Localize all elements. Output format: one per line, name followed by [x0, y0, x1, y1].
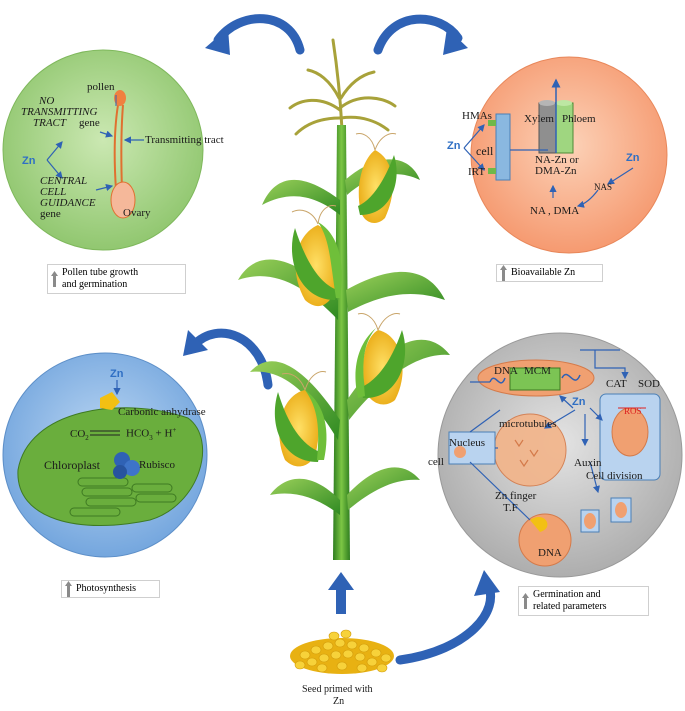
- gene-label: gene: [79, 117, 100, 129]
- pollen-caption: Pollen tube growth and germination: [47, 264, 186, 294]
- dna-label: DNA: [538, 547, 562, 559]
- photo-caption-line: Photosynthesis: [76, 583, 137, 594]
- up-arrow-icon: [65, 581, 72, 597]
- dna-label: DNA: [494, 365, 518, 377]
- sod-label: SOD: [638, 378, 661, 390]
- no-transmitting-label: TRACT: [33, 117, 67, 129]
- up-arrow-icon: [500, 265, 507, 281]
- bioavail-caption: Bioavailable Zn: [496, 264, 603, 282]
- transmitting-tract-label: Transmitting tract: [145, 134, 224, 146]
- na-zn-label: DMA-Zn: [535, 165, 577, 177]
- no-transmitting-label: NO: [39, 95, 55, 107]
- zn-label: Zn: [572, 396, 586, 408]
- na-dma-label: NA , DMA: [530, 205, 580, 217]
- nucleus-label: Nucleus: [449, 437, 486, 449]
- rubisco-label: Rubisco: [139, 459, 176, 471]
- up-arrow-icon: [51, 271, 58, 287]
- maize-plant-icon: [238, 38, 450, 560]
- cell-label: cell: [476, 144, 494, 158]
- zn-transport-graphic: [463, 78, 634, 208]
- chloroplast-graphic: [17, 380, 204, 526]
- curved-arrow-icon: [183, 328, 273, 390]
- seed-label: Zn: [333, 696, 345, 707]
- gene-label: gene: [40, 208, 61, 220]
- pollen-tube-graphic: [46, 90, 144, 219]
- cell-division-label: Cell division: [586, 470, 643, 482]
- curved-arrow-icon: [395, 570, 500, 665]
- nas-label: NAS: [594, 182, 613, 192]
- co2-label: CO2: [70, 428, 89, 443]
- central-cell-guidance-label: GUIDANCE: [40, 197, 96, 209]
- pollen-caption-line: and germination: [62, 279, 128, 290]
- corn-seed-pile-icon: [290, 629, 394, 674]
- pollen-caption-line: Pollen tube growth: [62, 267, 139, 278]
- zn-finger-label: Zn finger: [495, 490, 537, 502]
- cell-label: cell: [428, 456, 444, 468]
- curved-arrow-icon: [205, 14, 305, 55]
- hco3-label: HCO3 + H+: [126, 426, 177, 442]
- bioavail-caption-line: Bioavailable Zn: [511, 267, 576, 278]
- seed-label: Seed primed with: [302, 684, 373, 695]
- zn-label: Zn: [22, 155, 36, 167]
- mcm-label: MCM: [524, 365, 551, 377]
- zn-label: Zn: [447, 140, 461, 152]
- pollen-label: pollen: [87, 81, 115, 93]
- germ-caption-line: Germination and: [533, 589, 601, 600]
- up-arrow-icon: [522, 593, 529, 609]
- no-transmitting-label: TRANSMITTING: [21, 106, 98, 118]
- irt-label: IRT: [468, 166, 486, 178]
- carbonic-anhydrase-label: Carbonic anhydrase: [118, 406, 206, 418]
- zn-label: Zn: [626, 152, 640, 164]
- phloem-label: Phloem: [562, 113, 596, 125]
- germ-caption-line: related parameters: [533, 601, 607, 612]
- chloroplast-label: Chloroplast: [44, 458, 100, 472]
- curved-arrow-icon: [373, 14, 468, 55]
- central-cell-guidance-label: CELL: [40, 186, 67, 198]
- germ-caption: Germination and related parameters: [518, 586, 649, 616]
- hmas-label: HMAs: [462, 110, 492, 122]
- photo-caption: Photosynthesis: [61, 580, 160, 598]
- germination-graphic: [448, 349, 661, 567]
- tf-label: T.F: [503, 502, 518, 514]
- pollen-circle: [2, 49, 204, 251]
- cat-label: CAT: [606, 378, 627, 390]
- up-arrow-icon: [328, 572, 354, 614]
- microtubules-label: microtubules: [499, 418, 557, 430]
- ros-label: ROS: [624, 406, 642, 416]
- na-zn-label: NA-Zn or: [535, 154, 579, 166]
- auxin-label: Auxin: [574, 457, 602, 469]
- zn-label: Zn: [110, 368, 124, 380]
- ovary-label: Ovary: [123, 207, 151, 219]
- central-cell-guidance-label: CENTRAL: [40, 175, 88, 187]
- xylem-label: Xylem: [524, 113, 554, 125]
